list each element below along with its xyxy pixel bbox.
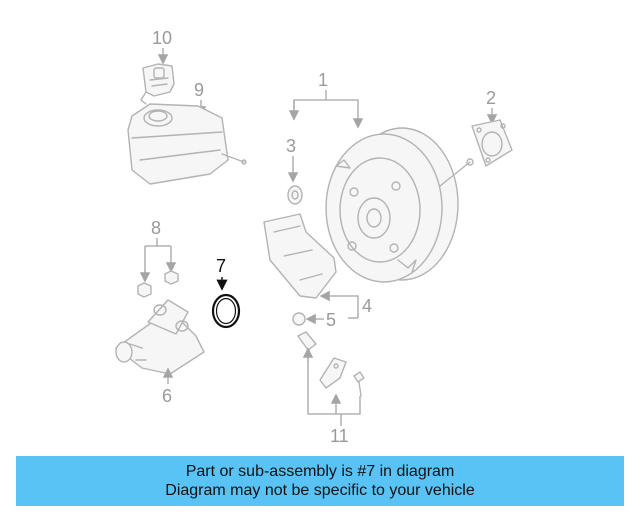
callout-4: 4 — [362, 296, 372, 316]
part-6-master-cylinder: 6 — [115, 299, 205, 406]
part-4-heat-shield: 4 — [263, 213, 372, 318]
part-7-seal-ring: 7 — [211, 256, 241, 329]
part-5-clip: 5 — [292, 310, 358, 330]
part-11-bracket: 11 — [297, 331, 365, 446]
callout-8: 8 — [151, 218, 161, 238]
callout-1: 1 — [318, 70, 328, 90]
callout-5: 5 — [326, 310, 336, 330]
callout-7: 7 — [216, 256, 226, 276]
banner-line-disclaimer: Diagram may not be specific to your vehi… — [165, 482, 475, 499]
callout-2: 2 — [486, 88, 496, 108]
part-2-gasket: 2 — [471, 88, 513, 167]
callout-6: 6 — [162, 386, 172, 406]
callout-10: 10 — [152, 28, 172, 48]
part-9-reservoir-tank: 9 — [127, 80, 247, 185]
part-10-reservoir-cap: 10 — [140, 28, 175, 105]
part-8-nuts: 8 — [137, 218, 179, 298]
info-banner: Part or sub-assembly is #7 in diagram Di… — [16, 456, 624, 506]
callout-11: 11 — [330, 426, 349, 446]
part-3-grommet: 3 — [286, 136, 303, 205]
callout-9: 9 — [194, 80, 204, 100]
part-1-brake-booster: 1 — [288, 70, 474, 283]
callout-3: 3 — [286, 136, 296, 156]
parts-diagram: 10 9 1 2 — [115, 28, 513, 446]
banner-line-part: Part or sub-assembly is #7 in diagram — [185, 463, 455, 480]
